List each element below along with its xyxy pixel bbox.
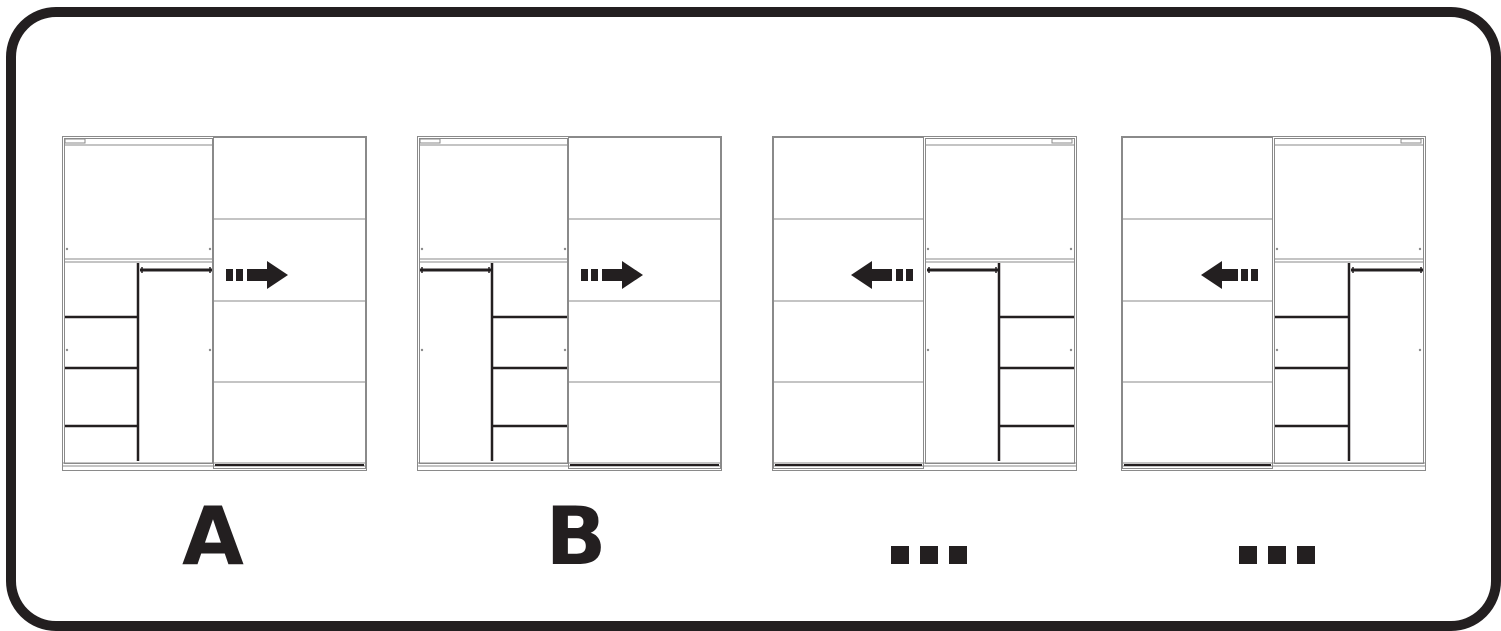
wardrobe-c-drawing	[772, 136, 1077, 471]
ellipsis-icon	[891, 546, 967, 564]
arrow-right-icon	[581, 261, 643, 289]
wardrobe-a-drawing	[62, 136, 367, 471]
wardrobe-panel-d	[1121, 136, 1426, 472]
wardrobe-panel-a	[62, 136, 367, 472]
wardrobe-d-drawing	[1121, 136, 1426, 471]
arrow-left-icon	[1201, 261, 1258, 289]
wardrobe-b-drawing	[417, 136, 722, 471]
label-a: A	[182, 490, 244, 583]
wardrobe-panel-c	[772, 136, 1077, 472]
diagram-frame	[6, 7, 1501, 631]
arrow-right-icon	[226, 261, 288, 289]
ellipsis-icon	[1239, 546, 1315, 564]
wardrobe-panel-b	[417, 136, 722, 472]
label-b: B	[545, 490, 607, 583]
arrow-left-icon	[851, 261, 913, 289]
